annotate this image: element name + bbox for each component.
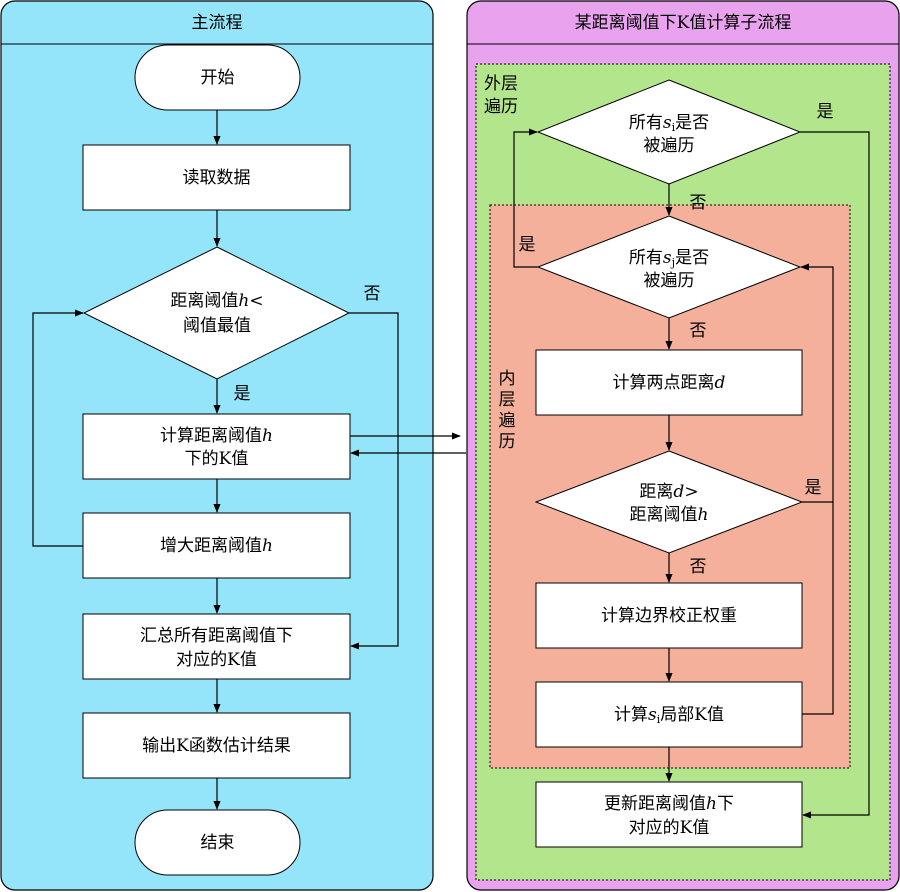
outer-decision-no-label: 否: [690, 193, 707, 213]
calc-k-line1: 计算距离阈值h: [160, 426, 273, 446]
compare-yes-label: 是: [805, 478, 822, 498]
compare-line2: 距离阈值h: [630, 505, 709, 525]
calc-k-box: [82, 413, 351, 480]
threshold-decision-line2: 阈值最值: [183, 316, 251, 336]
distance-label: 计算两点距离d: [613, 373, 726, 393]
no-branch-arrow: [349, 312, 399, 650]
inner-loop-label-2: 层: [499, 390, 516, 410]
inner-decision-no-label: 否: [690, 321, 707, 341]
outer-loop-label-line2: 遍历: [484, 97, 518, 117]
outer-decision-yes-label: 是: [817, 102, 834, 122]
read-data-label: 读取数据: [183, 168, 251, 188]
calc-k-line2: 下的K值: [185, 449, 249, 469]
update-k-line1: 更新距离阈值h下: [604, 794, 734, 814]
local-k-back-line: [802, 502, 834, 715]
edge-weight-label: 计算边界校正权重: [601, 606, 737, 626]
start-label: 开始: [201, 68, 235, 88]
increase-threshold-label: 增大距离阈值h: [160, 536, 273, 556]
main-flow-title: 主流程: [192, 13, 243, 33]
loop-back-arrow: [32, 309, 84, 547]
outer-yes-arrow: [800, 131, 870, 819]
output-label: 输出K函数估计结果: [142, 736, 291, 756]
inner-decision-line1: 所有sj是否: [629, 248, 709, 269]
compare-yes-back-arrow: [800, 263, 834, 503]
summarize-line1: 汇总所有距离阈值下: [140, 626, 293, 646]
decision-yes-label: 是: [234, 384, 251, 404]
distance-box: [535, 349, 803, 416]
inner-decision-line2: 被遍历: [644, 271, 695, 291]
subflow-title: 某距离阈值下K值计算子流程: [575, 13, 792, 33]
inner-yes-back-arrow: [513, 128, 538, 268]
decision-no-label: 否: [364, 284, 381, 304]
local-k-label: 计算si局部K值: [614, 705, 724, 726]
inner-decision-yes-label: 是: [519, 235, 536, 255]
threshold-decision-line1: 距离阈值h<: [170, 291, 263, 311]
inner-loop-label-3: 遍: [499, 411, 516, 431]
compare-no-label: 否: [690, 557, 707, 577]
compare-line1: 距离d>: [639, 482, 698, 502]
outer-decision-line1: 所有si是否: [629, 113, 709, 134]
inner-loop-label-1: 内: [499, 369, 516, 389]
end-label: 结束: [201, 833, 235, 853]
local-k-box: [535, 681, 803, 748]
outer-decision-line2: 被遍历: [644, 136, 695, 156]
edge-weight-box: [535, 582, 803, 649]
end-terminal: [134, 809, 301, 876]
outer-loop-label-line1: 外层: [484, 74, 518, 94]
update-k-box: [535, 781, 803, 848]
update-k-line2: 对应的K值: [629, 818, 710, 838]
inner-loop-label-4: 历: [499, 432, 516, 452]
summarize-line2: 对应的K值: [176, 650, 257, 670]
